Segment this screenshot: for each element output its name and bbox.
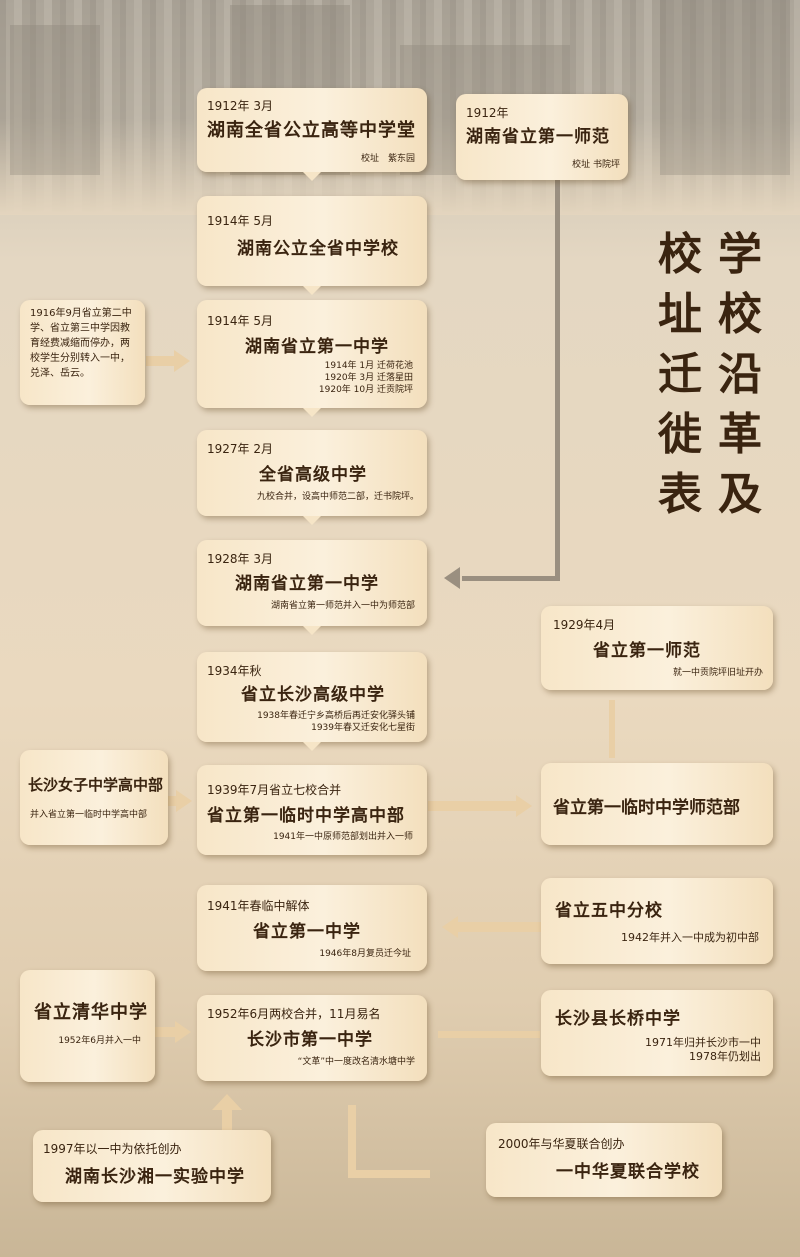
box-1914-public-provincial-middle-school: 1914年 5月 湖南公立全省中学校 xyxy=(197,196,427,295)
box-name: 湖南全省公立高等中学堂 xyxy=(207,120,416,141)
connector-1939-to-normal-bar xyxy=(428,801,518,811)
box-note: 校址 紫东园 xyxy=(360,154,415,164)
arrow-into-1928 xyxy=(444,567,460,589)
title-column-2: 校址迁徙表 xyxy=(658,229,702,520)
box-name: 省立第一临时中学师范部 xyxy=(553,798,740,818)
connector-qinghua-bar xyxy=(155,1027,177,1037)
box-name: 省立清华中学 xyxy=(34,1002,148,1023)
box-name: 省立第一师范 xyxy=(593,641,701,661)
connector-2000-vertical xyxy=(348,1105,356,1177)
box-note-2: 1920年 3月 迁落星田 xyxy=(324,373,413,383)
box-note-2: 1978年仍划出 xyxy=(689,1050,761,1063)
box-changsha-county-changqiao-middle-school: 长沙县长桥中学 1971年归并长沙市一中 1978年仍划出 xyxy=(541,990,773,1076)
box-note: 湖南省立第一师范并入一中为师范部 xyxy=(270,601,415,611)
box-note: 1941年一中原师范部划出并入一师 xyxy=(273,832,413,842)
arrow-1939-to-normal xyxy=(516,795,532,817)
box-name: 省立五中分校 xyxy=(555,901,663,921)
connector-1916-arrow-bar xyxy=(146,356,176,366)
arrow-1997-up xyxy=(212,1094,242,1110)
box-changsha-girls-senior-section: 长沙女子中学高中部 并入省立第一临时中学高中部 xyxy=(20,750,168,845)
box-note: 1942年并入一中成为初中部 xyxy=(621,931,759,944)
box-name: 湖南省立第一中学 xyxy=(245,337,389,357)
box-note: 1946年8月复员迁今址 xyxy=(319,949,411,959)
box-note-3: 1920年 10月 迁贡院坪 xyxy=(318,385,413,395)
connector-normal-school-vertical xyxy=(555,180,560,580)
box-name: 省立第一临时中学高中部 xyxy=(207,806,405,826)
historic-photo-banner xyxy=(0,0,800,215)
box-name: 长沙市第一中学 xyxy=(247,1030,373,1050)
box-1997-xiangyi-experimental-school: 1997年以一中为依托创办 湖南长沙湘一实验中学 xyxy=(33,1130,271,1202)
box-date: 1912年 xyxy=(466,106,509,120)
box-note: 1952年6月并入一中 xyxy=(58,1036,141,1046)
connector-normal-school-horizontal xyxy=(462,576,560,581)
box-1939-first-temporary-senior-section: 1939年7月省立七校合并 省立第一临时中学高中部 1941年一中原师范部划出并… xyxy=(197,765,427,855)
connector-girls-bar xyxy=(166,796,178,806)
box-name: 一中华夏联合学校 xyxy=(556,1162,700,1182)
connector-1929-to-normal xyxy=(609,700,615,758)
connector-1997-bar xyxy=(222,1110,232,1134)
arrow-1916-into-1914 xyxy=(174,350,190,372)
box-note: 九校合并，设高中师范二部，迁书院坪。 xyxy=(256,492,419,502)
box-date: 1941年春临中解体 xyxy=(207,899,310,913)
box-1952-changsha-no1-middle-school: 1952年6月两校合并，11月易名 长沙市第一中学 “文革”中一度改名清水塘中学 xyxy=(197,995,427,1081)
box-text: 1916年9月省立第二中学、省立第三中学因教育经费减缩而停办，两校学生分别转入一… xyxy=(30,308,132,379)
box-note: 并入省立第一临时中学高中部 xyxy=(30,810,148,820)
box-name: 全省高级中学 xyxy=(259,465,367,485)
box-note-1: 1914年 1月 迁荷花池 xyxy=(324,361,413,371)
box-name: 湖南省立第一中学 xyxy=(235,574,379,594)
box-1928-provincial-first-middle-school: 1928年 3月 湖南省立第一中学 湖南省立第一师范并入一中为师范部 xyxy=(197,540,427,635)
box-note: “文革”中一度改名清水塘中学 xyxy=(297,1057,415,1067)
box-2000-huaxia-joint-school: 2000年与华夏联合创办 一中华夏联合学校 xyxy=(486,1123,722,1197)
box-1941-provincial-first-middle-school: 1941年春临中解体 省立第一中学 1946年8月复员迁今址 xyxy=(197,885,427,971)
box-note-1: 1971年归并长沙市一中 xyxy=(645,1036,761,1049)
title-column-1: 学校沿革及 xyxy=(718,229,762,520)
box-provincial-fifth-middle-branch: 省立五中分校 1942年并入一中成为初中部 xyxy=(541,878,773,964)
box-1912-provincial-higher-school: 1912年 3月 湖南全省公立高等中学堂 校址 紫东园 xyxy=(197,88,427,181)
box-note-2: 1939年春又迁安化七星街 xyxy=(311,723,415,733)
arrow-qinghua-into-1952 xyxy=(175,1021,191,1043)
box-1929-first-normal-school: 1929年4月 省立第一师范 就一中贡院坪旧址开办 xyxy=(541,606,773,690)
box-name: 长沙县长桥中学 xyxy=(555,1009,681,1029)
box-date: 1939年7月省立七校合并 xyxy=(207,783,342,797)
arrow-five-into-1941 xyxy=(442,916,458,938)
box-date: 1928年 3月 xyxy=(207,552,273,566)
box-name: 湖南长沙湘一实验中学 xyxy=(65,1167,245,1187)
box-date: 1914年 5月 xyxy=(207,314,273,328)
box-provincial-qinghua-middle-school: 省立清华中学 1952年6月并入一中 xyxy=(20,970,155,1082)
box-first-temporary-normal-section: 省立第一临时中学师范部 xyxy=(541,763,773,845)
box-1912-first-normal-school: 1912年 湖南省立第一师范 校址 书院坪 xyxy=(456,94,628,180)
connector-five-bar xyxy=(458,922,543,932)
box-date: 1997年以一中为依托创办 xyxy=(43,1142,182,1156)
box-1916-merger-note: 1916年9月省立第二中学、省立第三中学因教育经费减缩而停办，两校学生分别转入一… xyxy=(20,300,145,405)
connector-2000-horizontal xyxy=(348,1170,430,1178)
page-title: 学校沿革及 校址迁徙表 xyxy=(652,225,770,520)
box-date: 1912年 3月 xyxy=(207,99,273,113)
box-note: 就一中贡院坪旧址开办 xyxy=(672,668,763,678)
box-name: 省立第一中学 xyxy=(253,922,361,942)
box-date: 2000年与华夏联合创办 xyxy=(498,1137,625,1151)
box-1934-changsha-senior-school: 1934年秋 省立长沙高级中学 1938年春迁宁乡高桥后再迁安化驿头铺 1939… xyxy=(197,652,427,751)
box-1927-provincial-senior-school: 1927年 2月 全省高级中学 九校合并，设高中师范二部，迁书院坪。 xyxy=(197,430,427,525)
box-date: 1929年4月 xyxy=(553,618,616,632)
box-1914-provincial-first-middle-school: 1914年 5月 湖南省立第一中学 1914年 1月 迁荷花池 1920年 3月… xyxy=(197,300,427,417)
box-name: 湖南省立第一师范 xyxy=(466,127,610,147)
box-note: 校址 书院坪 xyxy=(572,160,620,170)
arrow-girls-into-1939 xyxy=(176,790,192,812)
box-note-1: 1938年春迁宁乡高桥后再迁安化驿头铺 xyxy=(257,711,415,721)
box-name: 长沙女子中学高中部 xyxy=(28,776,164,794)
box-name: 湖南公立全省中学校 xyxy=(237,239,399,259)
connector-changqiao-bar xyxy=(438,1031,540,1038)
box-date: 1914年 5月 xyxy=(207,214,273,228)
box-date: 1934年秋 xyxy=(207,664,262,678)
box-date: 1927年 2月 xyxy=(207,442,273,456)
box-date: 1952年6月两校合并，11月易名 xyxy=(207,1007,381,1021)
box-name: 省立长沙高级中学 xyxy=(241,685,385,705)
